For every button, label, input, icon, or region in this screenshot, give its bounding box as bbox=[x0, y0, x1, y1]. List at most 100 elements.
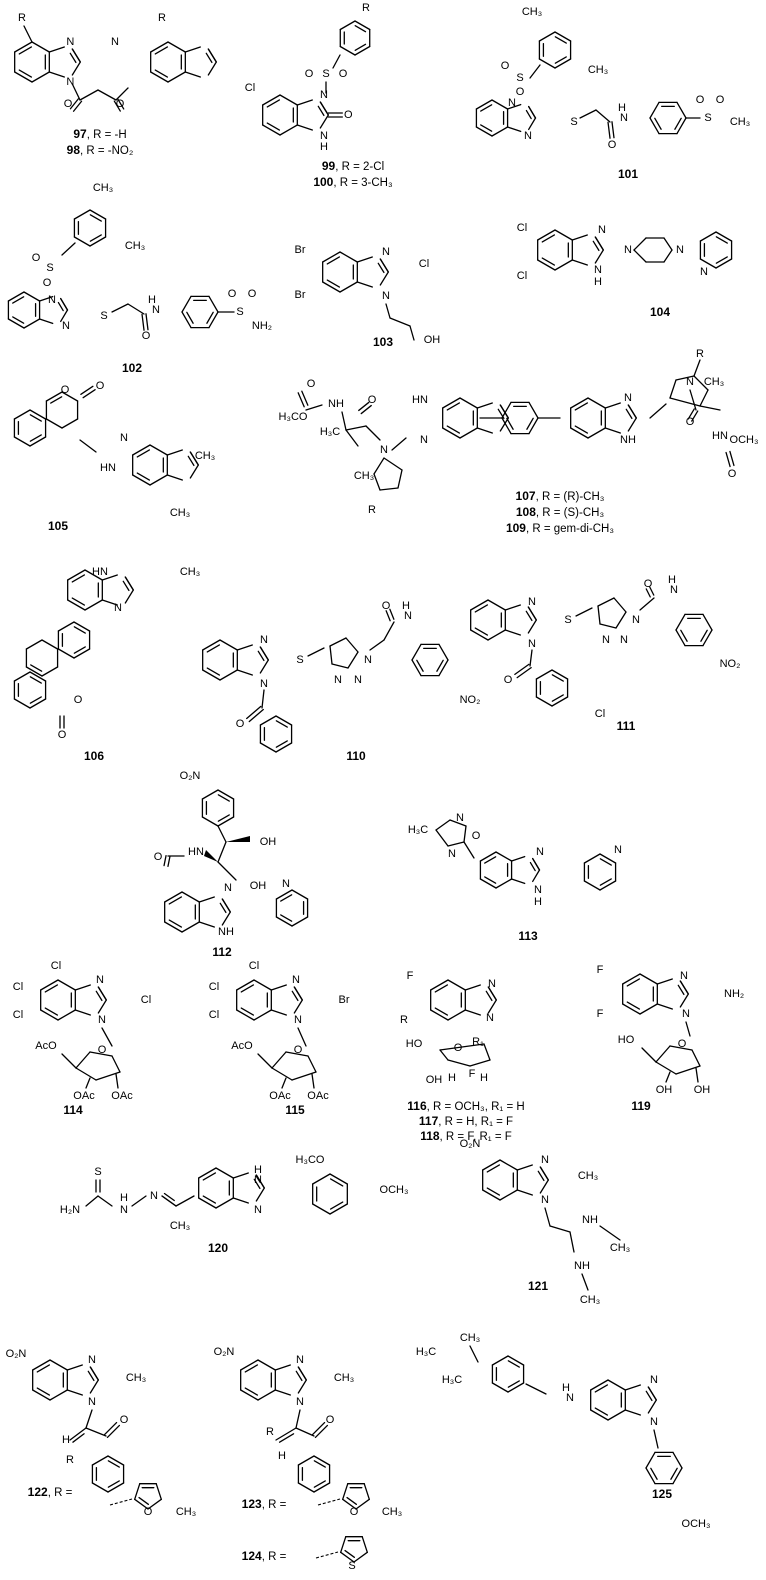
bond bbox=[89, 1366, 99, 1381]
atom-label: Br bbox=[339, 994, 350, 1006]
atom-label: O bbox=[248, 288, 257, 300]
bond bbox=[14, 71, 33, 83]
bond bbox=[131, 1195, 147, 1207]
attachment-bond bbox=[315, 1551, 339, 1559]
bond bbox=[389, 317, 411, 327]
bond bbox=[379, 258, 389, 273]
atom-label: O bbox=[142, 330, 151, 342]
bond bbox=[665, 1071, 671, 1083]
atom-label: N bbox=[294, 1014, 302, 1026]
atom-label: O₂N bbox=[460, 1138, 481, 1150]
atom-label: AcO bbox=[35, 1040, 57, 1052]
bond bbox=[12, 296, 25, 304]
bond bbox=[599, 1225, 621, 1241]
bond bbox=[291, 889, 309, 900]
bond bbox=[89, 234, 102, 242]
bond bbox=[219, 639, 238, 651]
bond bbox=[626, 1001, 641, 1010]
bond bbox=[599, 623, 617, 629]
bond bbox=[653, 1429, 659, 1449]
atom-label: O bbox=[116, 98, 125, 110]
compound-number: 97 bbox=[73, 127, 87, 141]
bond bbox=[491, 99, 509, 110]
bond bbox=[633, 249, 647, 263]
atom-label: O bbox=[678, 1038, 687, 1050]
atom-label: CH₃ bbox=[522, 6, 542, 18]
atom-label: O bbox=[236, 718, 245, 730]
bond bbox=[532, 857, 541, 871]
bond bbox=[61, 418, 79, 429]
bond bbox=[525, 610, 533, 622]
atom-label: NH bbox=[620, 434, 636, 446]
atom-label: S bbox=[348, 1560, 355, 1572]
bond bbox=[257, 1053, 273, 1069]
atom-label: R bbox=[696, 348, 704, 360]
atom-label: S bbox=[564, 614, 571, 626]
bond bbox=[101, 599, 118, 606]
bond bbox=[385, 303, 391, 319]
bond bbox=[95, 990, 103, 1002]
bond bbox=[715, 258, 733, 269]
bond bbox=[257, 1389, 276, 1401]
atom-label: N bbox=[382, 246, 390, 258]
bond bbox=[279, 94, 298, 106]
bond bbox=[307, 1055, 317, 1073]
bond bbox=[575, 607, 593, 617]
bond bbox=[675, 375, 695, 381]
atom-label: O bbox=[368, 394, 377, 406]
bond bbox=[313, 1482, 331, 1493]
bond bbox=[675, 613, 686, 631]
bond bbox=[295, 1370, 303, 1382]
atom-label: Cl bbox=[13, 1009, 23, 1021]
bond bbox=[379, 487, 399, 491]
bond bbox=[647, 1399, 657, 1414]
atom-label: Cl bbox=[517, 270, 527, 282]
compound-number: 101 bbox=[618, 167, 638, 181]
bond bbox=[236, 979, 255, 991]
bond bbox=[198, 921, 215, 928]
bond bbox=[484, 856, 497, 864]
bond bbox=[311, 1421, 326, 1436]
bond bbox=[594, 249, 604, 264]
bond bbox=[447, 841, 465, 847]
bond bbox=[507, 1382, 525, 1393]
bond bbox=[699, 405, 721, 411]
bond bbox=[217, 814, 230, 822]
compound-caption: 123, R = bbox=[242, 1497, 287, 1511]
bond bbox=[484, 876, 497, 884]
bond bbox=[687, 408, 695, 420]
bond bbox=[255, 1187, 265, 1202]
atom-label: N bbox=[354, 674, 362, 686]
atom-label: O₂N bbox=[214, 1346, 235, 1358]
bond bbox=[622, 973, 641, 985]
bond bbox=[257, 650, 265, 662]
bond bbox=[107, 1480, 120, 1488]
bond bbox=[314, 1424, 329, 1439]
atom-label: O bbox=[501, 60, 510, 72]
bond bbox=[537, 1170, 545, 1182]
bond bbox=[391, 437, 407, 451]
bond bbox=[30, 664, 43, 672]
bond bbox=[353, 1551, 368, 1563]
bond bbox=[670, 1467, 678, 1480]
atom-label: CH₃ bbox=[354, 470, 374, 482]
compound-number: 103 bbox=[373, 335, 393, 349]
bond bbox=[574, 402, 589, 411]
atom-label: NH₂ bbox=[252, 320, 272, 332]
bond bbox=[344, 1549, 356, 1558]
bond bbox=[501, 401, 512, 419]
bond bbox=[650, 1467, 658, 1480]
atom-label: N bbox=[594, 264, 602, 276]
bond bbox=[416, 659, 424, 672]
bond bbox=[66, 1364, 83, 1371]
bond bbox=[167, 71, 186, 83]
substituent-text: , R = (S)-CH₃ bbox=[536, 507, 605, 519]
bond bbox=[91, 1482, 109, 1493]
bond bbox=[115, 87, 129, 101]
atom-label: N bbox=[260, 678, 268, 690]
bond bbox=[244, 1364, 259, 1373]
